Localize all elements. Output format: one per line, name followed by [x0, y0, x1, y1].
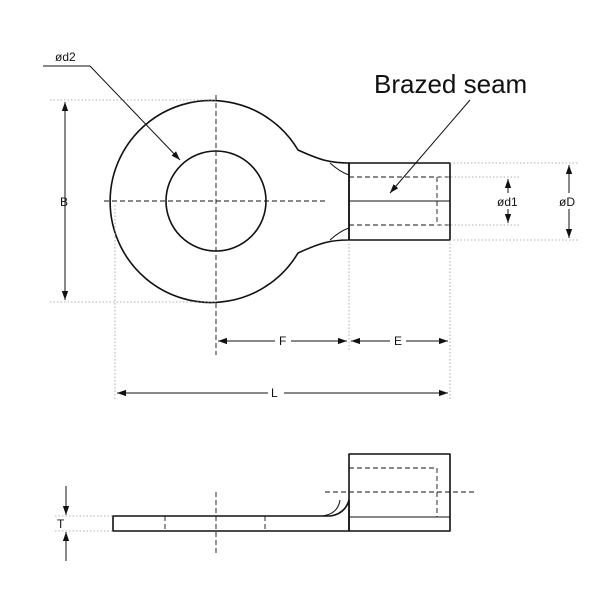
dimension-l: L — [117, 385, 448, 401]
label-t: T — [57, 517, 65, 531]
ring-outline — [109, 99, 350, 304]
dimension-d2: ød2 — [43, 50, 181, 161]
label-b: B — [60, 195, 68, 209]
label-d1: ød1 — [497, 195, 518, 209]
neck-arc-top — [329, 162, 350, 176]
dimension-t: T — [55, 486, 113, 561]
dimension-D: øD — [557, 165, 581, 238]
side-bend-inner — [321, 499, 341, 517]
dimension-b: B — [60, 102, 69, 300]
top-view — [104, 95, 451, 355]
extension-lines — [50, 99, 578, 400]
label-e: E — [394, 334, 402, 348]
side-view — [112, 453, 475, 556]
side-plate — [112, 499, 350, 532]
label-D: øD — [559, 195, 575, 209]
label-d2: ød2 — [55, 50, 76, 64]
brazed-seam-label: Brazed seam — [374, 69, 527, 99]
label-f: F — [279, 334, 286, 348]
side-barrel — [348, 453, 451, 532]
neck-arc-bottom — [329, 227, 350, 241]
dimension-d1: ød1 — [495, 179, 522, 223]
dimension-f: F — [218, 333, 347, 349]
dimension-e: E — [351, 333, 448, 349]
brazed-seam-callout: Brazed seam — [374, 69, 527, 194]
label-l: L — [271, 386, 278, 400]
